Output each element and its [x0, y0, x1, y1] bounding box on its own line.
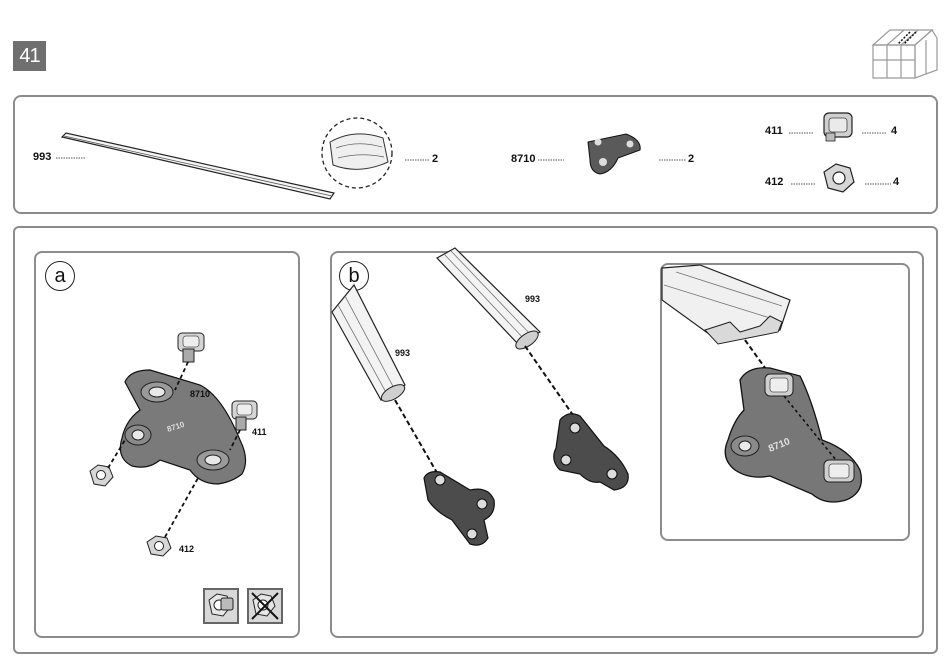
inset-detail-drawing: 8710: [0, 0, 950, 668]
